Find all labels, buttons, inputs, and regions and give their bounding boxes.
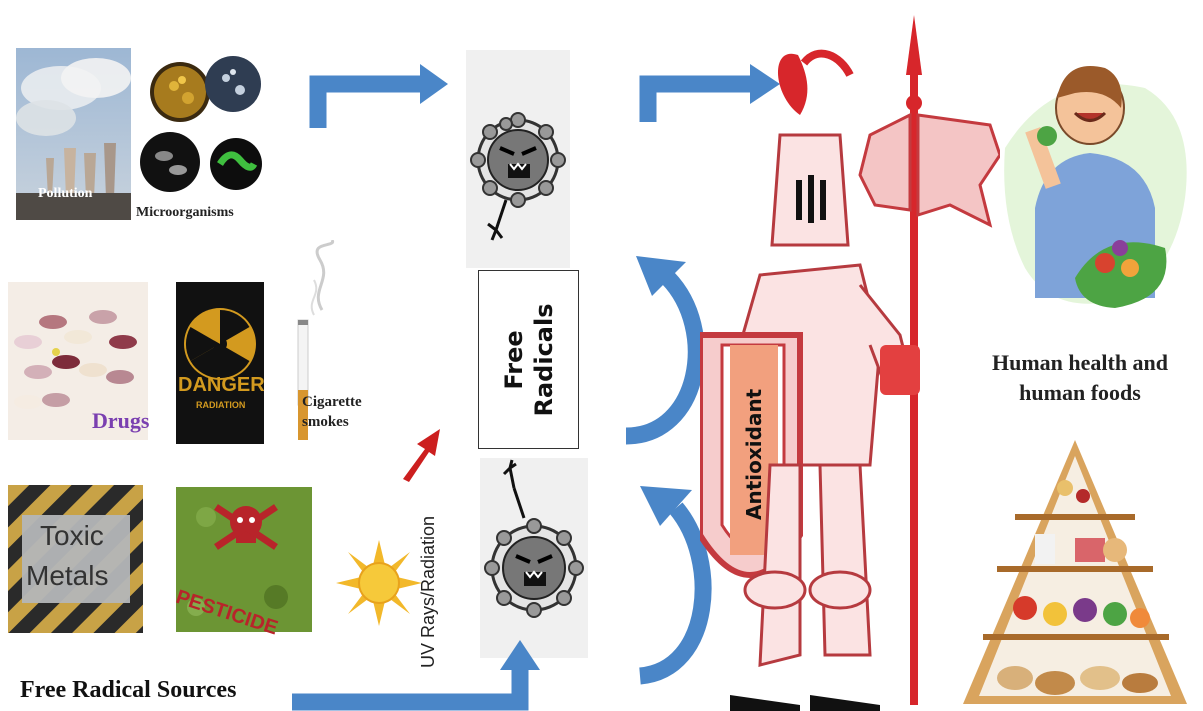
arrow-curve-lower [640, 508, 703, 676]
arrow-bottom [292, 668, 520, 702]
sources-title: Free Radical Sources [20, 677, 236, 704]
arrow-head-1 [420, 64, 448, 104]
arrow-curve-upper [626, 278, 696, 436]
arrow-sources-to-radical [318, 84, 420, 128]
food-pyramid-illustration [955, 438, 1195, 708]
antioxidant-label: Antioxidant [742, 389, 766, 520]
human-eating-illustration [995, 58, 1200, 333]
arrow-head-5 [500, 640, 540, 670]
human-health-label: Human health and human foods [980, 348, 1180, 408]
